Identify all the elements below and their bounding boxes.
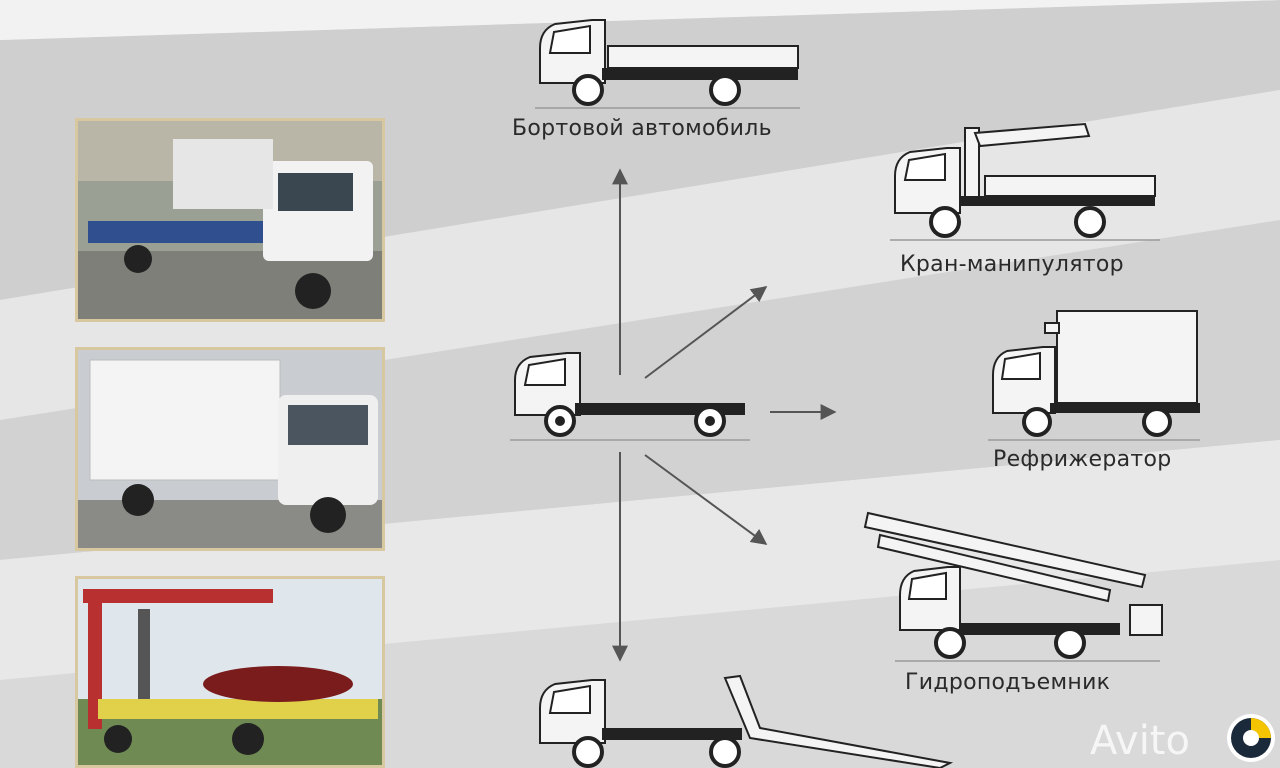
box-truck-photo	[75, 347, 385, 551]
watermark-text: Avito	[1090, 718, 1190, 764]
arrow-to-lift	[644, 454, 768, 545]
avito-logo	[1227, 714, 1275, 762]
avito-watermark: Avito	[1090, 718, 1190, 764]
crane-truck-icon	[890, 122, 1160, 241]
label-lift: Гидроподъемник	[905, 670, 1111, 695]
crane-tow-truck-photo	[75, 576, 385, 768]
refrigerator-truck-icon	[988, 310, 1200, 441]
tow-truck-icon	[539, 674, 954, 768]
label-refrigerator: Рефрижератор	[993, 447, 1172, 472]
label-crane: Кран-манипулятор	[900, 252, 1124, 277]
tow-truck-photo	[75, 118, 385, 322]
arrow-to-crane	[644, 286, 768, 379]
flatbed-truck-icon	[535, 19, 800, 109]
chassis-truck-icon	[510, 352, 750, 441]
label-flatbed: Бортовой автомобиль	[512, 116, 772, 141]
aerial-lift-truck-icon	[863, 511, 1163, 662]
